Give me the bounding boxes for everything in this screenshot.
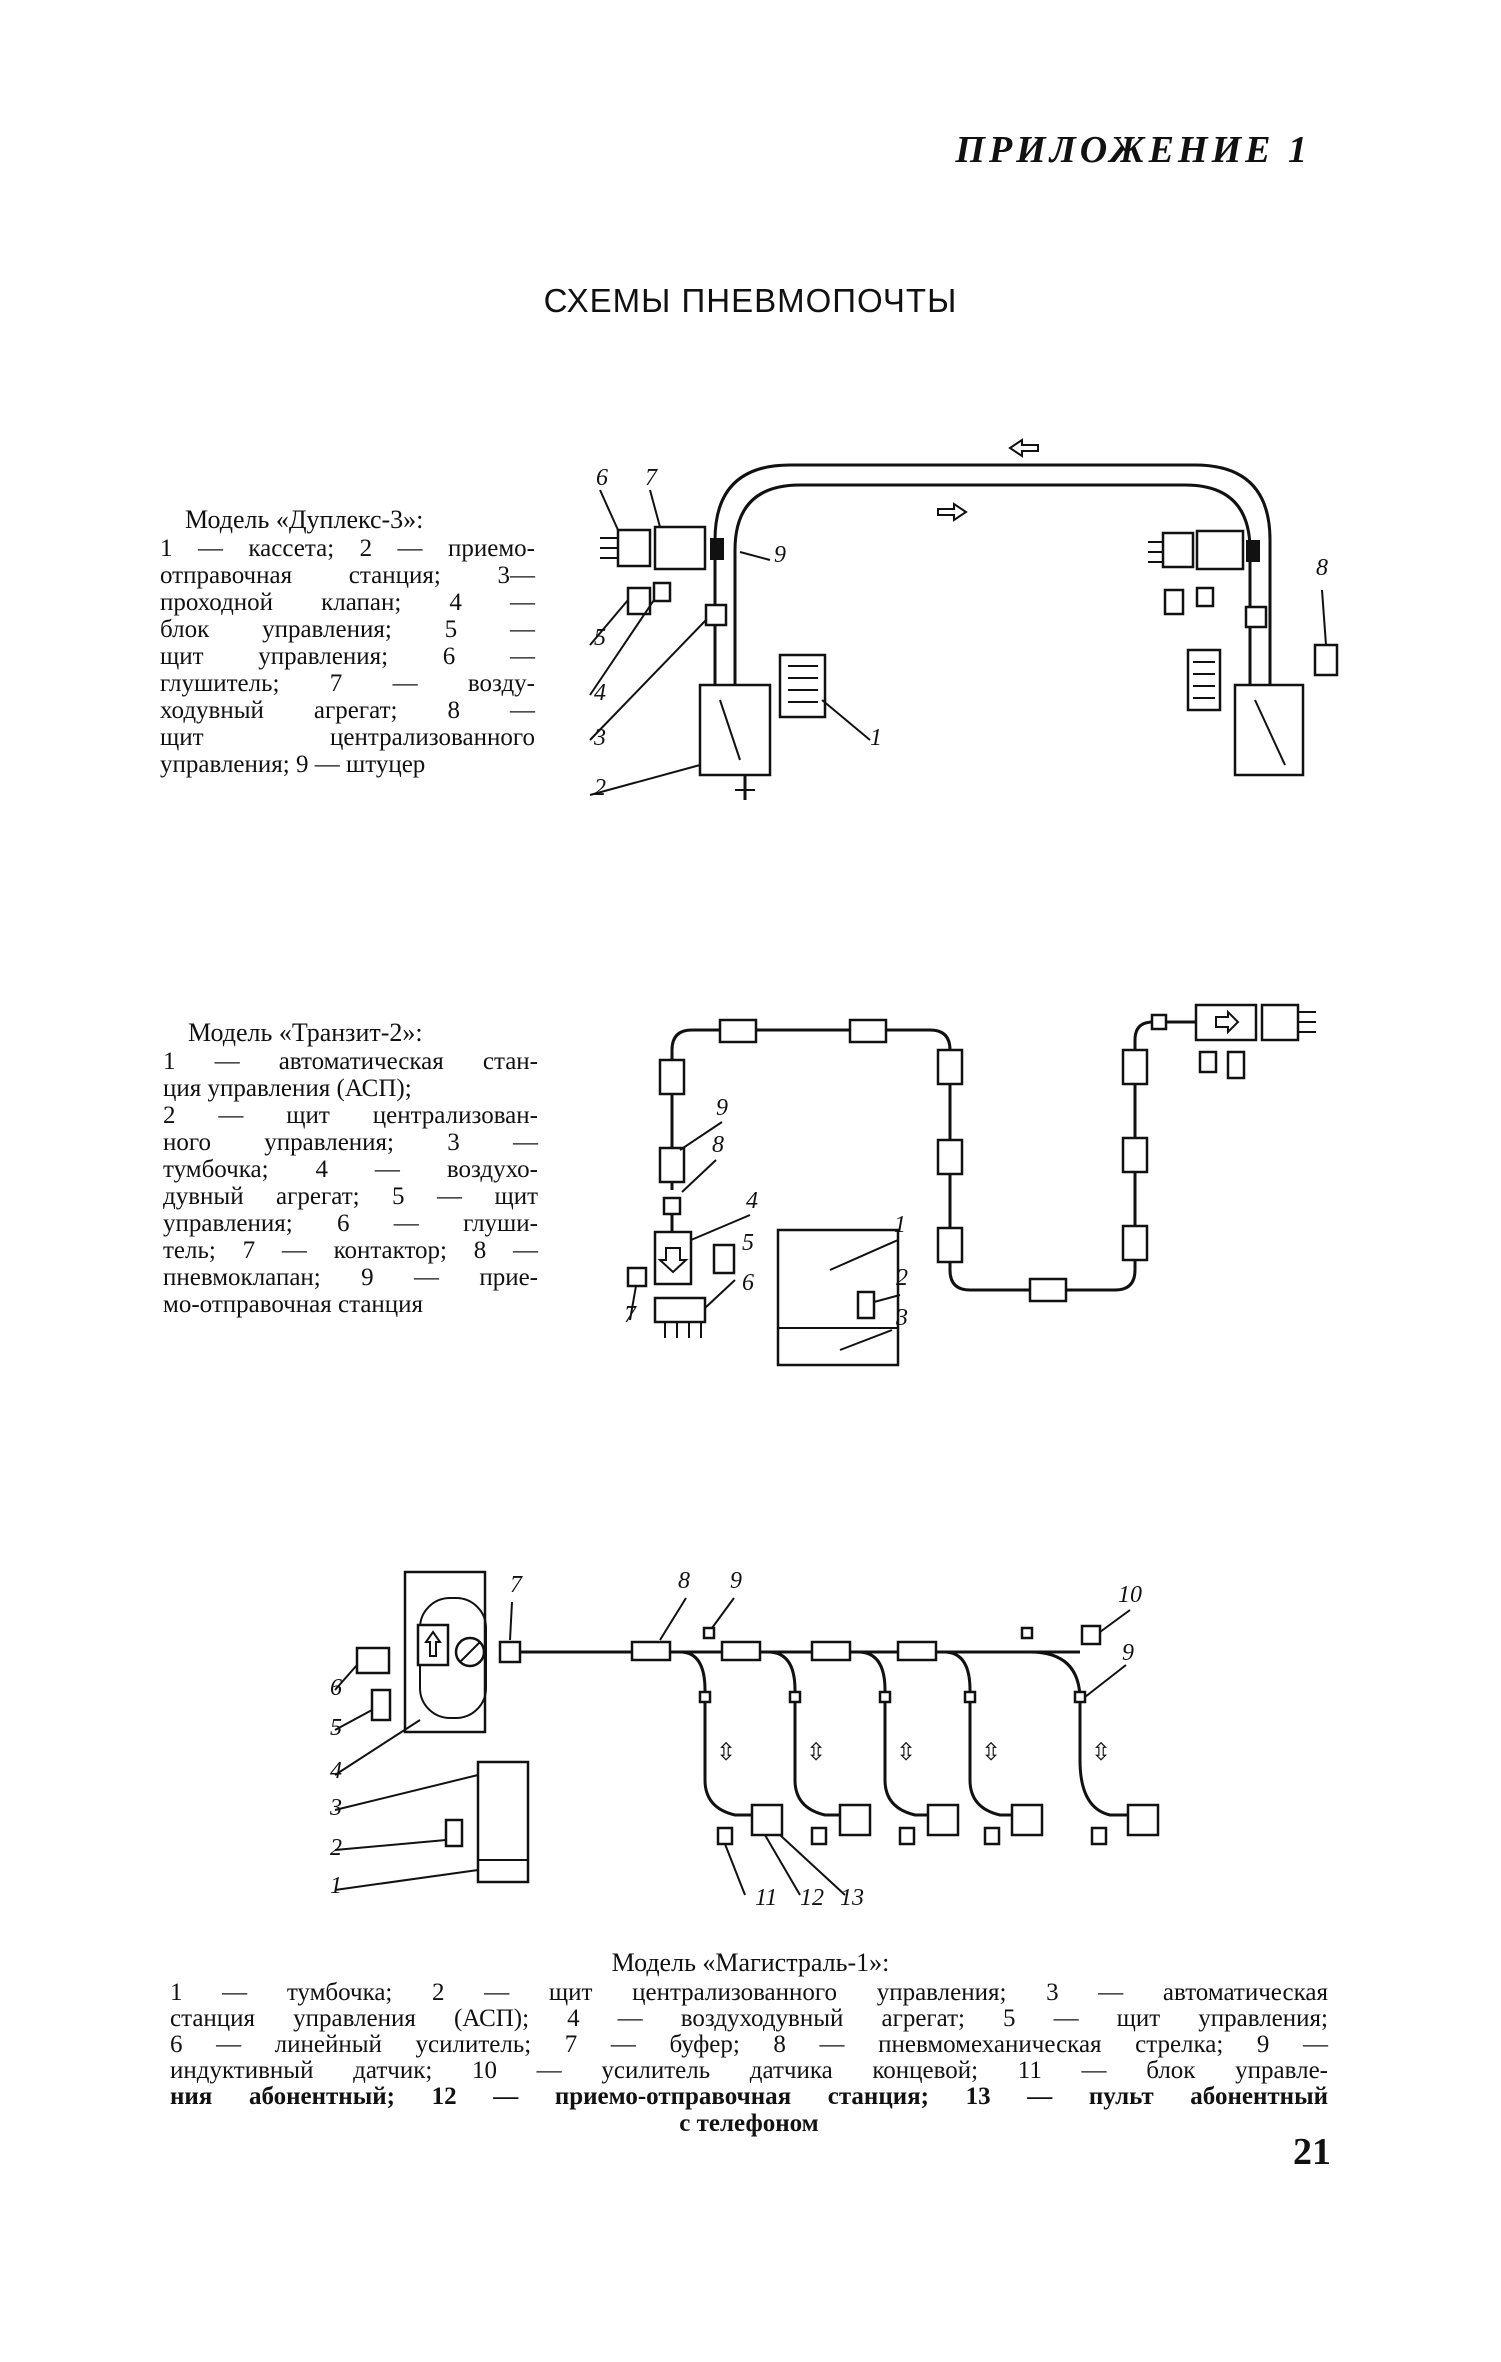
arrow-right-icon xyxy=(937,502,968,522)
duplex-caption-title: Модель «Дуплекс-3»: xyxy=(185,505,424,534)
tranzit-caption: Модель «Транзит-2»: 1 — автоматическая с… xyxy=(163,1018,538,1318)
callout-label: 1 xyxy=(330,1873,342,1899)
callout-label: 9 xyxy=(730,1568,742,1594)
legend-line: управления; 9 — штуцер xyxy=(160,751,426,778)
legend-line: ходувный агрегат; 8 — xyxy=(160,697,535,724)
page-number: 21 xyxy=(1293,2131,1331,2173)
legend-line: щит централизованного xyxy=(160,724,535,751)
duplex-caption: Модель «Дуплекс-3»: 1 — кассета; 2 — при… xyxy=(160,505,535,778)
callout-label: 7 xyxy=(645,465,658,491)
callout-label: 9 xyxy=(1122,1640,1134,1666)
legend-line: 6 — линейный усилитель; 7 — буфер; 8 — п… xyxy=(170,2031,1328,2058)
legend-line: индуктивный датчик; 10 — усилитель датчи… xyxy=(170,2057,1328,2084)
magistral-bidirectional-arrows: ⇳ ⇳ ⇳ ⇳ ⇳ xyxy=(716,1740,1111,1766)
callout-label: 8 xyxy=(712,1132,724,1158)
svg-text:⇳: ⇳ xyxy=(806,1740,826,1766)
legend-line: глушитель; 7 — возду- xyxy=(160,670,535,697)
callout-label: 1 xyxy=(894,1212,906,1238)
callout-label: 5 xyxy=(330,1715,342,1741)
arrow-left-icon xyxy=(1008,438,1039,458)
callout-label: 1 xyxy=(870,725,882,751)
callout-label: 7 xyxy=(510,1572,523,1598)
legend-line: мо-отправочная станция xyxy=(163,1291,424,1318)
magistral-legend: 1 — тумбочка; 2 — щит централизованного … xyxy=(170,1980,1328,2138)
callout-label: 13 xyxy=(840,1885,864,1911)
callout-label: 11 xyxy=(755,1885,777,1911)
svg-text:⇳: ⇳ xyxy=(1091,1740,1111,1766)
callout-label: 8 xyxy=(1316,555,1328,581)
tranzit-left-units xyxy=(626,1196,736,1338)
callout-label: 4 xyxy=(330,1758,342,1784)
tranzit-right-units xyxy=(1150,1003,1316,1080)
callout-label: 12 xyxy=(800,1885,824,1911)
page-title: СХЕМЫ ПНЕВМОПОЧТЫ xyxy=(543,282,958,319)
duplex-cassette xyxy=(778,653,827,719)
legend-line: 1 — тумбочка; 2 — щит централизованного … xyxy=(170,1979,1328,2006)
callout-label: 6 xyxy=(596,465,608,491)
magistral-blower xyxy=(403,1570,522,1734)
tranzit-stations xyxy=(658,1018,1149,1303)
magistral-subscriber-stations xyxy=(716,1624,1160,1846)
legend-line: щит управления; 6 — xyxy=(160,643,535,670)
tranzit-legend: 1 — автоматическая стан- ция управления … xyxy=(163,1048,538,1318)
duplex-legend: 1 — кассета; 2 — приемо- отправочная ста… xyxy=(160,535,535,778)
svg-text:⇳: ⇳ xyxy=(981,1740,1001,1766)
callout-label: 6 xyxy=(742,1270,754,1296)
callout-label: 5 xyxy=(594,625,606,651)
callout-label: 6 xyxy=(330,1675,342,1701)
svg-text:⇳: ⇳ xyxy=(896,1740,916,1766)
magistral-leaders xyxy=(334,1597,1131,1896)
callout-label: 3 xyxy=(329,1795,342,1821)
callout-label: 2 xyxy=(330,1835,342,1861)
tranzit-asp-cabinet xyxy=(776,1228,900,1367)
legend-line: с телефоном xyxy=(679,2110,819,2137)
legend-line: пневмоклапан; 9 — прие- xyxy=(163,1264,538,1291)
callout-label: 3 xyxy=(895,1305,908,1331)
legend-line: тумбочка; 4 — воздухо- xyxy=(163,1156,538,1183)
legend-line: станция управления (АСП); 4 — воздуходув… xyxy=(170,2005,1328,2032)
tranzit-caption-title: Модель «Транзит-2»: xyxy=(188,1018,423,1047)
callout-label: 7 xyxy=(624,1302,637,1328)
arrow-up-icon xyxy=(424,1630,442,1657)
tranzit-leaders xyxy=(629,1121,901,1351)
svg-text:⇳: ⇳ xyxy=(716,1740,736,1766)
magistral-left-units xyxy=(355,1646,530,1884)
legend-line: дувный агрегат; 5 — щит xyxy=(163,1183,538,1210)
legend-line: отправочная станция; 3— xyxy=(160,562,535,589)
duplex-tube-outer xyxy=(713,463,1272,700)
legend-line: 2 — щит централизован- xyxy=(163,1102,538,1129)
legend-line: 1 — автоматическая стан- xyxy=(163,1048,538,1075)
duplex-right-units xyxy=(1148,529,1339,777)
duplex-leaders xyxy=(589,489,1327,796)
legend-line: ного управления; 3 — xyxy=(163,1129,538,1156)
callout-label: 9 xyxy=(716,1095,728,1121)
callout-label: 2 xyxy=(896,1265,908,1291)
legend-line: проходной клапан; 4 — xyxy=(160,589,535,616)
duplex-tube-inner xyxy=(733,483,1252,700)
callout-label: 9 xyxy=(774,542,786,568)
callout-label: 4 xyxy=(746,1188,758,1214)
legend-line: блок управления; 5 — xyxy=(160,616,535,643)
callout-label: 8 xyxy=(678,1568,690,1594)
tranzit-tube xyxy=(670,1020,1195,1292)
callout-label: 5 xyxy=(742,1230,754,1256)
arrow-right-icon xyxy=(1215,1009,1240,1035)
callout-label: 3 xyxy=(593,725,606,751)
callout-label: 10 xyxy=(1118,1582,1142,1608)
legend-line: тель; 7 — контактор; 8 — xyxy=(163,1237,538,1264)
appendix-heading: ПРИЛОЖЕНИЕ 1 xyxy=(955,129,1311,171)
callout-label: 2 xyxy=(594,775,606,801)
legend-line: ция управления (АСП); xyxy=(163,1075,412,1102)
legend-line: управления; 6 — глуши- xyxy=(163,1210,538,1237)
arrow-down-icon xyxy=(657,1247,689,1274)
legend-line: ния абонентный; 12 — приемо-отправочная … xyxy=(170,2083,1328,2110)
callout-label: 4 xyxy=(594,680,606,706)
magistral-caption-title: Модель «Магистраль-1»: xyxy=(611,1948,890,1977)
magistral-branches xyxy=(630,1626,1130,1817)
legend-line: 1 — кассета; 2 — приемо- xyxy=(160,535,535,562)
duplex-left-units xyxy=(600,525,772,800)
